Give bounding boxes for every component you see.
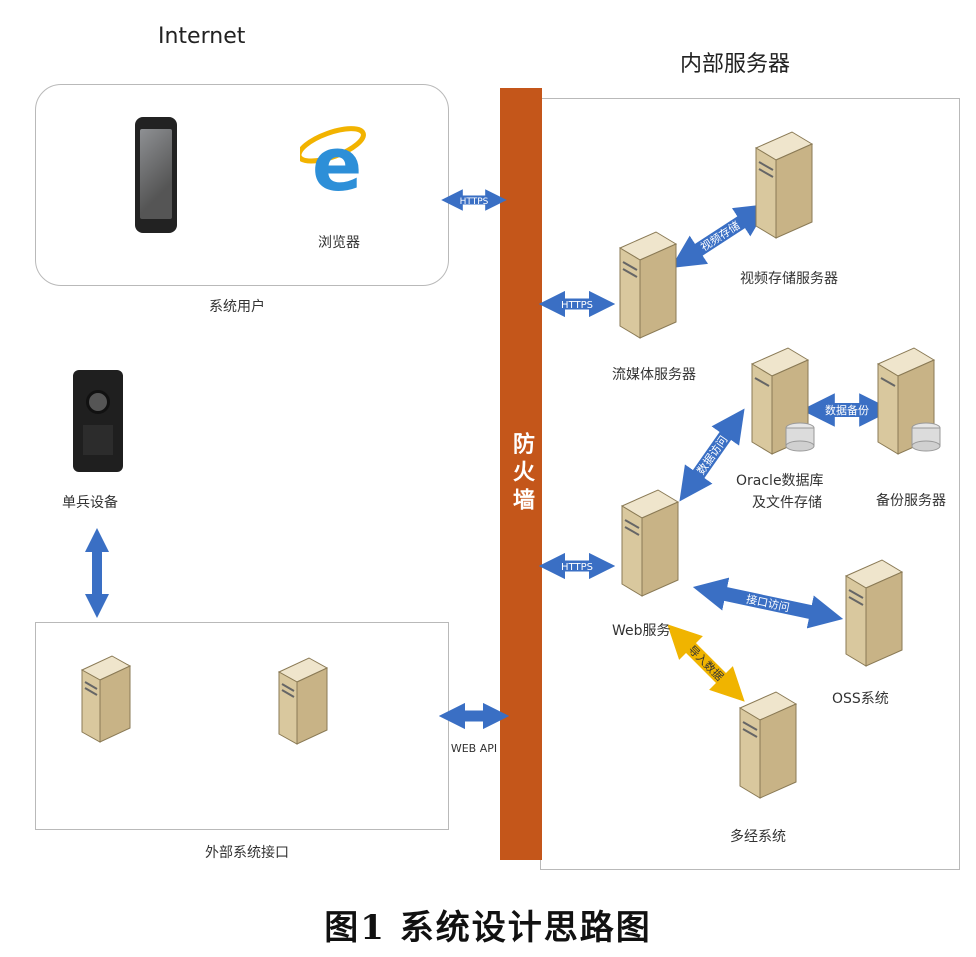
arrow-data-backup: 数据备份	[801, 393, 893, 427]
oracle-label-line1: Oracle数据库	[736, 473, 824, 489]
link-label-https-3: HTTPS	[561, 562, 593, 573]
backup-label: 备份服务器	[876, 493, 946, 509]
server-icon-duojing	[738, 691, 798, 799]
browser-icon: e	[300, 122, 366, 198]
link-label-data-backup: 数据备份	[825, 403, 869, 417]
server-icon-oracle	[750, 347, 815, 455]
link-label-video-store: 视频存储	[698, 218, 743, 254]
internal-servers-label: 内部服务器	[680, 52, 791, 77]
video-storage-label: 视频存储服务器	[740, 271, 838, 287]
arrow-api-access: 接口访问	[692, 577, 844, 629]
arrow-https-users: HTTPS	[441, 189, 507, 211]
arrow-video-store: 视频存储	[670, 203, 770, 269]
oss-label: OSS系统	[832, 691, 889, 707]
link-label-web-api: WEB API	[451, 742, 497, 755]
body-camera-icon	[73, 370, 123, 472]
internet-label: Internet	[158, 24, 246, 49]
link-label-import-data: 导入数据	[685, 642, 726, 683]
firewall-label: 防火墙	[509, 432, 534, 516]
arrow-import-data: 导入数据	[667, 624, 745, 702]
streaming-label: 流媒体服务器	[612, 367, 696, 383]
figure-caption: 图1 系统设计思路图	[324, 908, 652, 948]
browser-label: 浏览器	[318, 235, 360, 251]
server-icon-video-storage	[754, 131, 814, 239]
arrow-web-api: WEB API	[438, 702, 510, 755]
server-icon-streaming	[618, 231, 678, 339]
duojing-label: 多经系统	[730, 829, 786, 845]
server-icon-backup	[876, 347, 941, 455]
web-service-label: Web服务	[612, 623, 671, 639]
oracle-label-line2: 及文件存储	[752, 495, 822, 511]
device-label: 单兵设备	[62, 495, 118, 511]
server-icon-external-2	[277, 657, 329, 745]
external-interface-label: 外部系统接口	[205, 845, 289, 861]
server-icon-oss	[844, 559, 904, 667]
link-label-data-access: 数据访问	[694, 433, 731, 477]
link-label-https-2: HTTPS	[561, 300, 593, 311]
arrow-https-streaming: HTTPS	[538, 290, 616, 318]
system-users-panel	[35, 84, 449, 286]
server-icon-web	[620, 489, 680, 597]
smartphone-icon	[135, 117, 177, 233]
arrow-https-web: HTTPS	[538, 552, 616, 580]
arrow-data-access: 数据访问	[679, 408, 745, 502]
firewall-bar: 防火墙	[500, 88, 542, 860]
link-label-https-1: HTTPS	[460, 197, 489, 207]
server-icon-external-1	[80, 655, 132, 743]
svg-text:e: e	[312, 122, 362, 198]
system-users-label: 系统用户	[209, 299, 265, 315]
